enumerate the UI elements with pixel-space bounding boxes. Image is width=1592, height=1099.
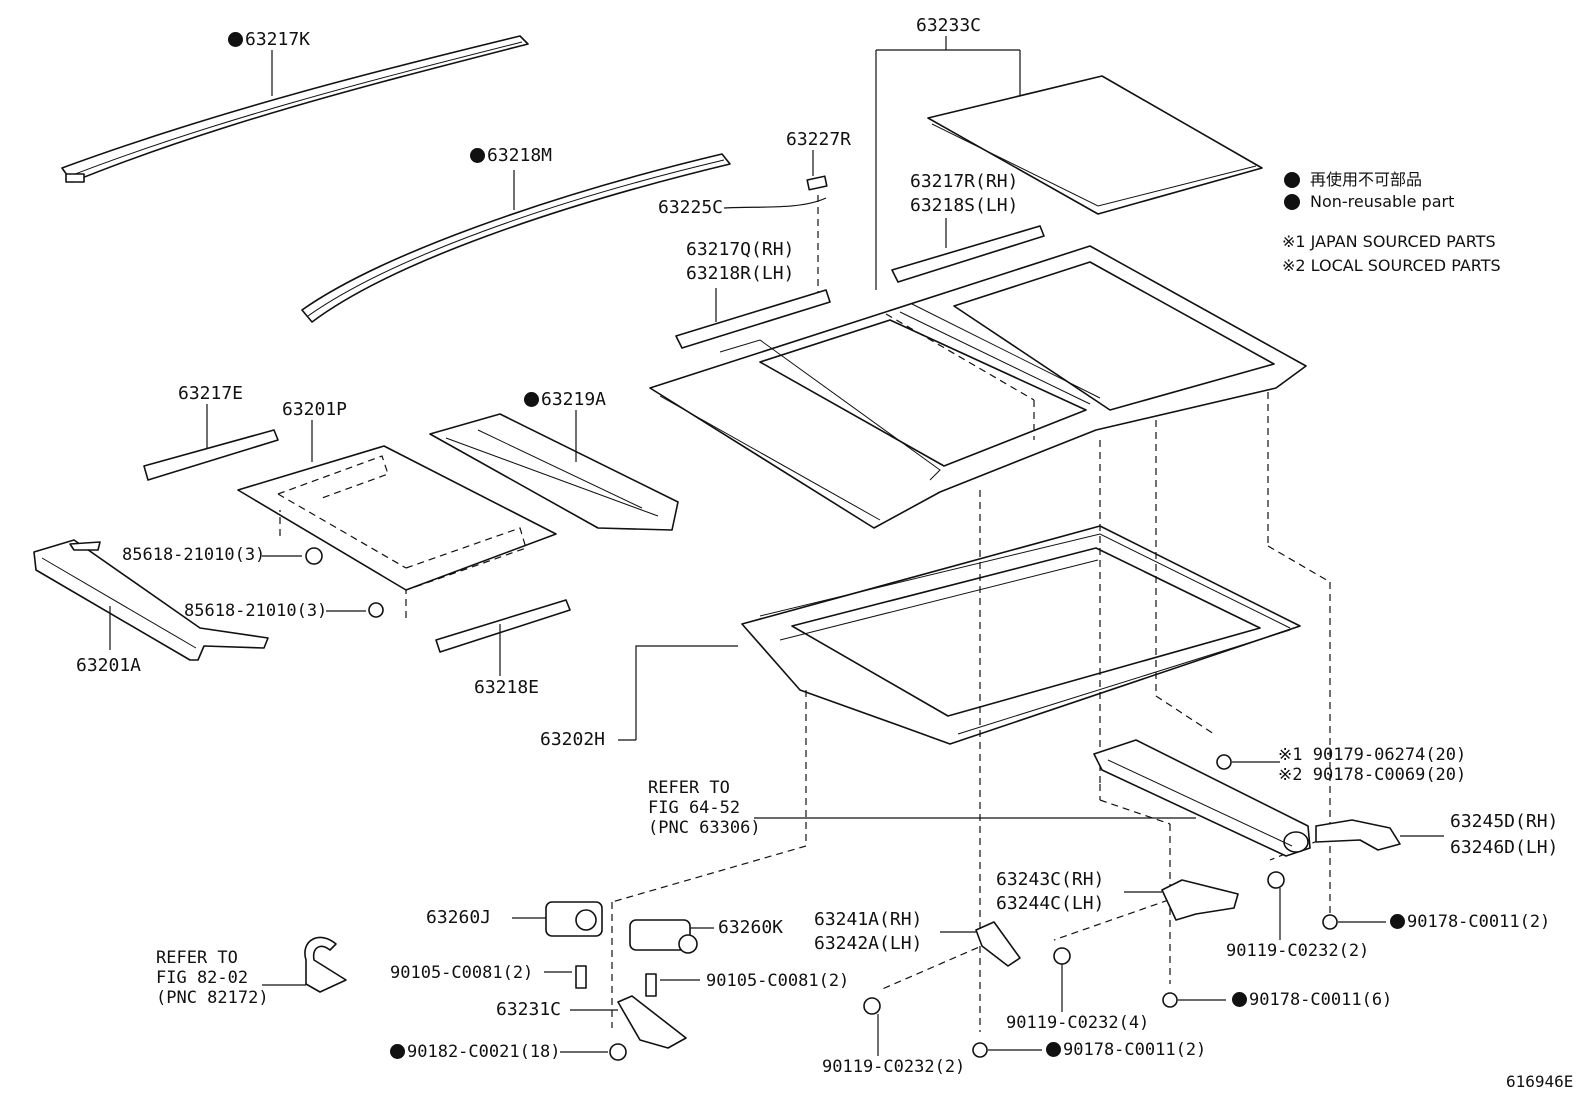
callout-63217r-rh: 63217R(RH) xyxy=(910,171,1019,192)
part-reinforcement-63219a xyxy=(429,413,679,531)
callout-90178-c0069: ※2 90178-C0069(20) xyxy=(1278,765,1467,785)
callout-63245d-rh: 63245D(RH) xyxy=(1450,811,1559,832)
part-clip-63227r xyxy=(806,175,828,191)
figure-number: 616946E xyxy=(1506,1072,1574,1091)
callout-63201a: 63201A xyxy=(76,655,142,676)
callout-63227r: 63227R xyxy=(786,129,852,150)
non-reusable-dot-icon xyxy=(1232,992,1247,1007)
callout-63201p: 63201P xyxy=(282,399,348,420)
callout-63241a-rh: 63241A(RH) xyxy=(814,909,923,930)
reference-fig-82-02: REFER TO FIG 82-02 (PNC 82172) xyxy=(156,948,269,1008)
callout-63218s-lh: 63218S(LH) xyxy=(910,195,1019,216)
callout-90119-c0232-a: 90119-C0232(2) xyxy=(1226,941,1370,961)
callout-63218r-lh: 63218R(LH) xyxy=(686,263,795,284)
callout-63242a-lh: 63242A(LH) xyxy=(814,933,923,954)
part-panel-63201p xyxy=(237,445,557,591)
callout-90182-c0021: 90182-C0021(18) xyxy=(390,1043,561,1062)
callout-90178-c0011-c: 90178-C0011(2) xyxy=(1046,1041,1206,1060)
non-reusable-dot-icon xyxy=(1284,194,1300,210)
callout-63244c-lh: 63244C(LH) xyxy=(996,893,1105,914)
callout-63246d-lh: 63246D(LH) xyxy=(1450,837,1559,858)
part-roof-moulding-63217k xyxy=(61,35,529,183)
callout-85618-21010-a: 85618-21010(3) xyxy=(122,545,266,565)
callout-63202h: 63202H xyxy=(540,729,606,750)
callout-63217k: 63217K xyxy=(228,30,310,50)
part-sunroof-frame-63202h xyxy=(741,525,1301,745)
callout-90119-c0232-b: 90119-C0232(4) xyxy=(1006,1013,1150,1033)
part-motor-63260j xyxy=(545,901,603,937)
legend-non-reusable-en: Non-reusable part xyxy=(1284,192,1454,211)
part-roof-moulding-63218m xyxy=(301,153,731,323)
callout-63225c: 63225C xyxy=(658,197,724,218)
non-reusable-dot-icon xyxy=(228,32,243,47)
callout-63231c: 63231C xyxy=(496,999,562,1020)
callout-90105-c0081-a: 90105-C0081(2) xyxy=(390,963,534,983)
reference-fig-64-52: REFER TO FIG 64-52 (PNC 63306) xyxy=(648,778,761,838)
callout-63219a: 63219A xyxy=(524,390,606,410)
non-reusable-dot-icon xyxy=(1284,172,1300,188)
legend-local-sourced: ※2 LOCAL SOURCED PARTS xyxy=(1282,256,1501,275)
callout-90119-c0232-c: 90119-C0232(2) xyxy=(822,1057,966,1077)
part-sunshade-roller xyxy=(1093,739,1311,857)
legend-japan-sourced: ※1 JAPAN SOURCED PARTS xyxy=(1282,232,1496,251)
callout-63243c-rh: 63243C(RH) xyxy=(996,869,1105,890)
callout-63217q-rh: 63217Q(RH) xyxy=(686,239,795,260)
non-reusable-dot-icon xyxy=(1046,1042,1061,1057)
callout-63218e: 63218E xyxy=(474,677,540,698)
callout-90105-c0081-b: 90105-C0081(2) xyxy=(706,971,850,991)
callout-63260j: 63260J xyxy=(426,907,492,928)
callout-63260k: 63260K xyxy=(718,917,784,938)
part-header-63201a xyxy=(33,539,269,661)
callout-90178-c0011-b: 90178-C0011(6) xyxy=(1232,991,1392,1010)
callout-90178-c0011-a: 90178-C0011(2) xyxy=(1390,913,1550,932)
legend-non-reusable-jp: 再使用不可部品 xyxy=(1284,166,1422,190)
part-sunroof-housing xyxy=(649,245,1307,529)
non-reusable-dot-icon xyxy=(1390,914,1405,929)
callout-85618-21010-b: 85618-21010(3) xyxy=(184,601,328,621)
callout-63217e: 63217E xyxy=(178,383,244,404)
part-glass-panel-63233c xyxy=(927,75,1263,215)
callout-63233c: 63233C xyxy=(916,15,982,36)
non-reusable-dot-icon xyxy=(524,392,539,407)
part-motor-63260k xyxy=(629,919,698,954)
non-reusable-dot-icon xyxy=(390,1044,405,1059)
non-reusable-dot-icon xyxy=(470,148,485,163)
callout-90179-06274: ※1 90179-06274(20) xyxy=(1278,745,1467,765)
callout-63218m: 63218M xyxy=(470,146,552,166)
